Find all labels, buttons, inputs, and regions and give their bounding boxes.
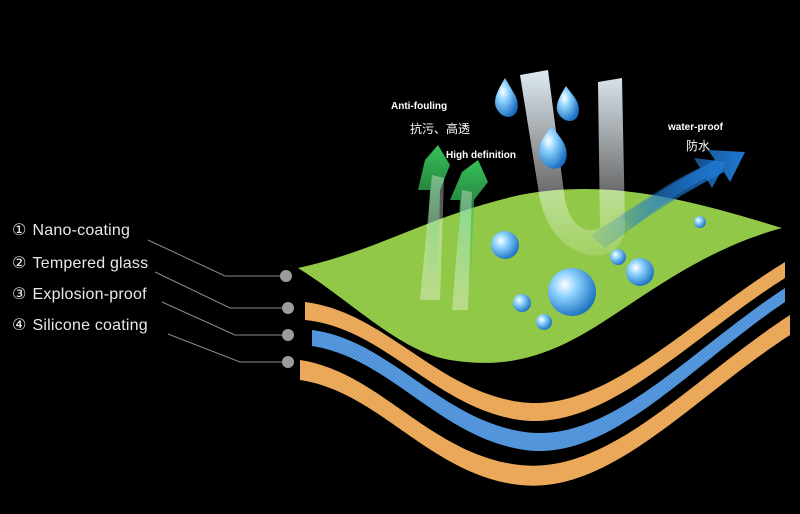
- legend-item-tempered-glass: ② Tempered glass: [12, 253, 148, 273]
- legend-label: Explosion-proof: [32, 286, 147, 303]
- legend-item-nano-coating: ① Nano-coating: [12, 220, 130, 240]
- legend-item-silicone-coating: ④ Silicone coating: [12, 315, 148, 335]
- legend-connectors: [147, 239, 294, 368]
- water-droplets: [491, 216, 706, 330]
- droplet: [626, 258, 654, 286]
- falling-droplets: [494, 78, 579, 169]
- water-proof-label: water-proof: [668, 122, 723, 133]
- nano-coating-layer: [298, 189, 782, 363]
- droplet: [694, 216, 706, 228]
- legend-item-explosion-proof: ③ Explosion-proof: [12, 284, 147, 304]
- legend-dot: [282, 302, 294, 314]
- anti-fouling-label-zh: 抗污、高透: [410, 122, 471, 136]
- high-definition-arrow: [450, 160, 488, 300]
- legend-label: Nano-coating: [32, 222, 131, 239]
- legend-number: ②: [12, 255, 27, 272]
- legend-label: Silicone coating: [32, 317, 148, 334]
- droplet: [610, 249, 626, 265]
- droplet: [536, 314, 552, 330]
- anti-fouling-arrow: [418, 145, 450, 290]
- legend-number: ③: [12, 286, 27, 303]
- anti-fouling-label: Anti-fouling: [391, 101, 448, 112]
- legend-dot: [282, 329, 294, 341]
- high-definition-label: High definition: [446, 150, 516, 161]
- legend-label: Tempered glass: [32, 255, 149, 272]
- silicone-layer: [300, 315, 790, 486]
- water-proof-label-zh: 防水: [686, 139, 711, 153]
- light-beams: [420, 175, 472, 310]
- explosion-proof-layer: [312, 288, 785, 452]
- legend-number: ①: [12, 222, 27, 239]
- water-repel-stream: [520, 70, 625, 256]
- tempered-glass-layer: [305, 262, 785, 422]
- droplet: [513, 294, 531, 312]
- droplet: [491, 231, 519, 259]
- droplet: [548, 268, 596, 316]
- legend-dot: [282, 356, 294, 368]
- legend-number: ④: [12, 317, 27, 334]
- water-proof-arrows: [590, 150, 745, 248]
- legend-dot: [280, 270, 292, 282]
